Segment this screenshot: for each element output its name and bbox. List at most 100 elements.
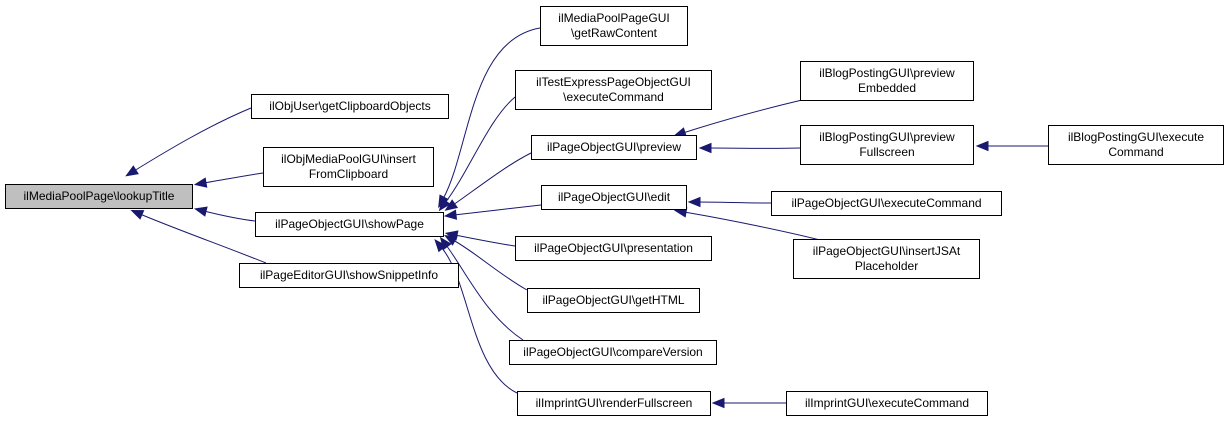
node-box: [786, 391, 988, 416]
node-compare[interactable]: ilPageObjectGUI\compareVersion: [509, 340, 717, 365]
node-objuser[interactable]: ilObjUser\getClipboardObjects: [251, 94, 449, 119]
node-box: [263, 147, 434, 187]
edge-testexpress-to-showpage: [438, 96, 516, 212]
arrowhead: [438, 197, 451, 212]
node-label: \getRawContent: [571, 26, 658, 40]
nodes-layer: ilMediaPoolPage\lookupTitle ilObjUser\get…: [5, 6, 1224, 416]
node-preview[interactable]: ilPageObjectGUI\preview: [531, 135, 697, 160]
node-label: ilObjUser\getClipboardObjects: [269, 99, 430, 113]
node-pageexec[interactable]: ilPageObjectGUI\executeCommand: [771, 191, 1002, 216]
node-label: ilMediaPoolPageGUI: [558, 11, 669, 25]
node-label: \executeCommand: [563, 90, 664, 104]
node-label: ilObjMediaPoolGUI\insert: [281, 152, 416, 166]
node-label: Embedded: [858, 81, 916, 95]
node-label: Fullscreen: [859, 145, 914, 159]
node-label: ilPageObjectGUI\compareVersion: [523, 345, 702, 359]
node-box: [531, 135, 697, 160]
node-label: Command: [1108, 145, 1163, 159]
node-snippet[interactable]: ilPageEditorGUI\showSnippetInfo: [239, 263, 459, 288]
node-label: ilPageObjectGUI\getHTML: [542, 293, 684, 307]
node-label: ilPageObjectGUI\presentation: [534, 241, 693, 255]
arrowhead: [125, 165, 139, 177]
node-imprintexec[interactable]: ilImprintGUI\executeCommand: [786, 391, 988, 416]
node-box: [515, 70, 712, 110]
arrowhead: [193, 177, 208, 188]
node-label: ilBlogPostingGUI\preview: [819, 130, 955, 144]
node-box: [1048, 125, 1224, 165]
node-box: [509, 340, 717, 365]
arrowhead: [193, 206, 208, 217]
edge-line: [445, 244, 524, 341]
node-box: [5, 184, 193, 209]
edge-line: [683, 211, 821, 241]
node-label: ilTestExpressPageObjectGUI: [536, 75, 691, 89]
node-label: ilPageObjectGUI\executeCommand: [791, 196, 981, 210]
edge-line: [442, 27, 541, 200]
node-label: Placeholder: [855, 259, 918, 273]
node-label: ilImprintGUI\renderFullscreen: [536, 396, 693, 410]
edge-line: [697, 201, 772, 204]
node-imprint[interactable]: ilImprintGUI\renderFullscreen: [517, 391, 711, 416]
edge-line: [440, 246, 518, 394]
edge-line: [452, 152, 532, 206]
arrowhead: [711, 397, 725, 409]
node-label: ilBlogPostingGUI\preview: [819, 66, 955, 80]
edge-showpage-to-root: [193, 206, 256, 222]
node-label: ilPageObjectGUI\insertJSAt: [813, 244, 961, 258]
node-box: [800, 125, 974, 165]
node-box: [793, 239, 980, 279]
edge-imprint-to-showpage: [434, 239, 518, 394]
edge-objuser-to-root: [125, 107, 252, 177]
arrowhead: [443, 234, 458, 246]
node-box: [251, 94, 449, 119]
node-box: [800, 61, 974, 101]
edge-preview-to-showpage: [444, 152, 532, 211]
node-label: ilImprintGUI\executeCommand: [805, 396, 969, 410]
edge-line: [203, 172, 264, 184]
node-getraw[interactable]: ilMediaPoolPageGUI\getRawContent: [540, 6, 688, 46]
edge-compare-to-showpage: [439, 236, 524, 341]
edge-gethtml-to-showpage: [443, 234, 528, 291]
node-box: [771, 191, 1002, 216]
edge-edit-to-showpage: [443, 204, 542, 220]
node-label: FromClipboard: [309, 167, 388, 181]
node-showpage[interactable]: ilPageObjectGUI\showPage: [255, 212, 444, 237]
edge-line: [453, 204, 542, 216]
edge-imprintexec-to-imprint: [711, 397, 786, 409]
edge-line: [133, 107, 252, 172]
arrowhead: [687, 196, 701, 208]
node-label: ilMediaPoolPage\lookupTitle: [24, 189, 175, 203]
node-gethtml[interactable]: ilPageObjectGUI\getHTML: [527, 288, 700, 313]
arrowhead: [434, 239, 447, 253]
arrowhead: [444, 199, 459, 211]
edge-blogexec-to-blogfull: [975, 140, 1048, 152]
node-testexpress[interactable]: ilTestExpressPageObjectGUI\executeComman…: [515, 70, 712, 110]
edge-blogfull-to-preview: [698, 142, 801, 154]
arrowhead: [130, 209, 145, 220]
node-box: [541, 185, 687, 210]
edge-line: [203, 210, 256, 222]
node-box: [527, 288, 700, 313]
edge-pageexec-to-edit: [687, 196, 772, 208]
edges-layer: [125, 27, 1048, 409]
edge-line: [139, 213, 267, 264]
edge-line: [444, 96, 516, 204]
node-label: ilPageObjectGUI\preview: [547, 140, 681, 154]
edge-line: [682, 99, 803, 134]
edge-getraw-to-showpage: [438, 27, 541, 209]
edge-snippet-to-root: [130, 209, 267, 264]
node-presentation[interactable]: ilPageObjectGUI\presentation: [515, 236, 712, 261]
node-box: [540, 6, 688, 46]
node-label: ilPageObjectGUI\edit: [558, 190, 671, 204]
arrowhead: [443, 209, 458, 220]
node-edit[interactable]: ilPageObjectGUI\edit: [541, 185, 687, 210]
node-root[interactable]: ilMediaPoolPage\lookupTitle: [5, 184, 193, 209]
node-blogexec[interactable]: ilBlogPostingGUI\executeCommand: [1048, 125, 1224, 165]
node-box: [239, 263, 459, 288]
node-box: [255, 212, 444, 237]
